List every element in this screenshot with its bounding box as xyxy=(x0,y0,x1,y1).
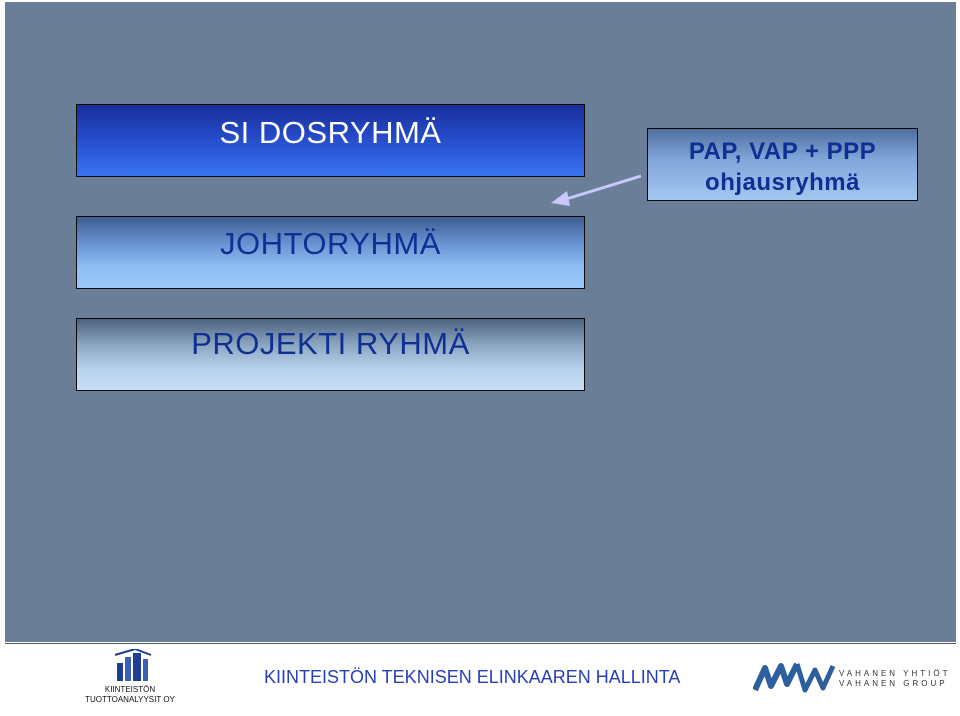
footer-title: KIINTEISTÖN TEKNISEN ELINKAAREN HALLINTA xyxy=(264,667,681,687)
johtoryhma-label: JOHTORYHMÄ xyxy=(220,226,441,261)
sidosryhma-box: SI DOSRYHMÄ xyxy=(76,104,585,177)
ohjausryhma-label-line1: PAP, VAP + PPP xyxy=(688,138,877,165)
kiinteiston-logo-line1: KIINTEISTÖN xyxy=(104,685,156,694)
ohjausryhma-box: PAP, VAP + PPP ohjausryhmä xyxy=(647,128,918,201)
vahanen-logo-line2: VAHANEN GROUP xyxy=(839,679,948,688)
vahanen-logo-line1: VAHANEN YHTIÖT xyxy=(839,669,951,678)
vahanen-logo: VAHANEN YHTIÖT VAHANEN GROUP xyxy=(752,660,953,700)
vahanen-logo-icon xyxy=(752,662,836,693)
footer-bar: KIINTEISTÖN TUOTTOANALYYSIT OY KIINTEIST… xyxy=(5,643,956,715)
projektiryhma-box: PROJEKTI RYHMÄ xyxy=(76,318,585,391)
projektiryhma-label: PROJEKTI RYHMÄ xyxy=(191,326,470,361)
sidosryhma-label: SI DOSRYHMÄ xyxy=(219,115,442,150)
johtoryhma-box: JOHTORYHMÄ xyxy=(76,216,585,289)
building-logo-icon xyxy=(114,647,152,681)
ohjausryhma-label-line2: ohjausryhmä xyxy=(705,169,860,196)
kiinteiston-logo: KIINTEISTÖN TUOTTOANALYYSIT OY xyxy=(75,647,185,711)
kiinteiston-logo-line2: TUOTTOANALYYSIT OY xyxy=(85,695,175,704)
